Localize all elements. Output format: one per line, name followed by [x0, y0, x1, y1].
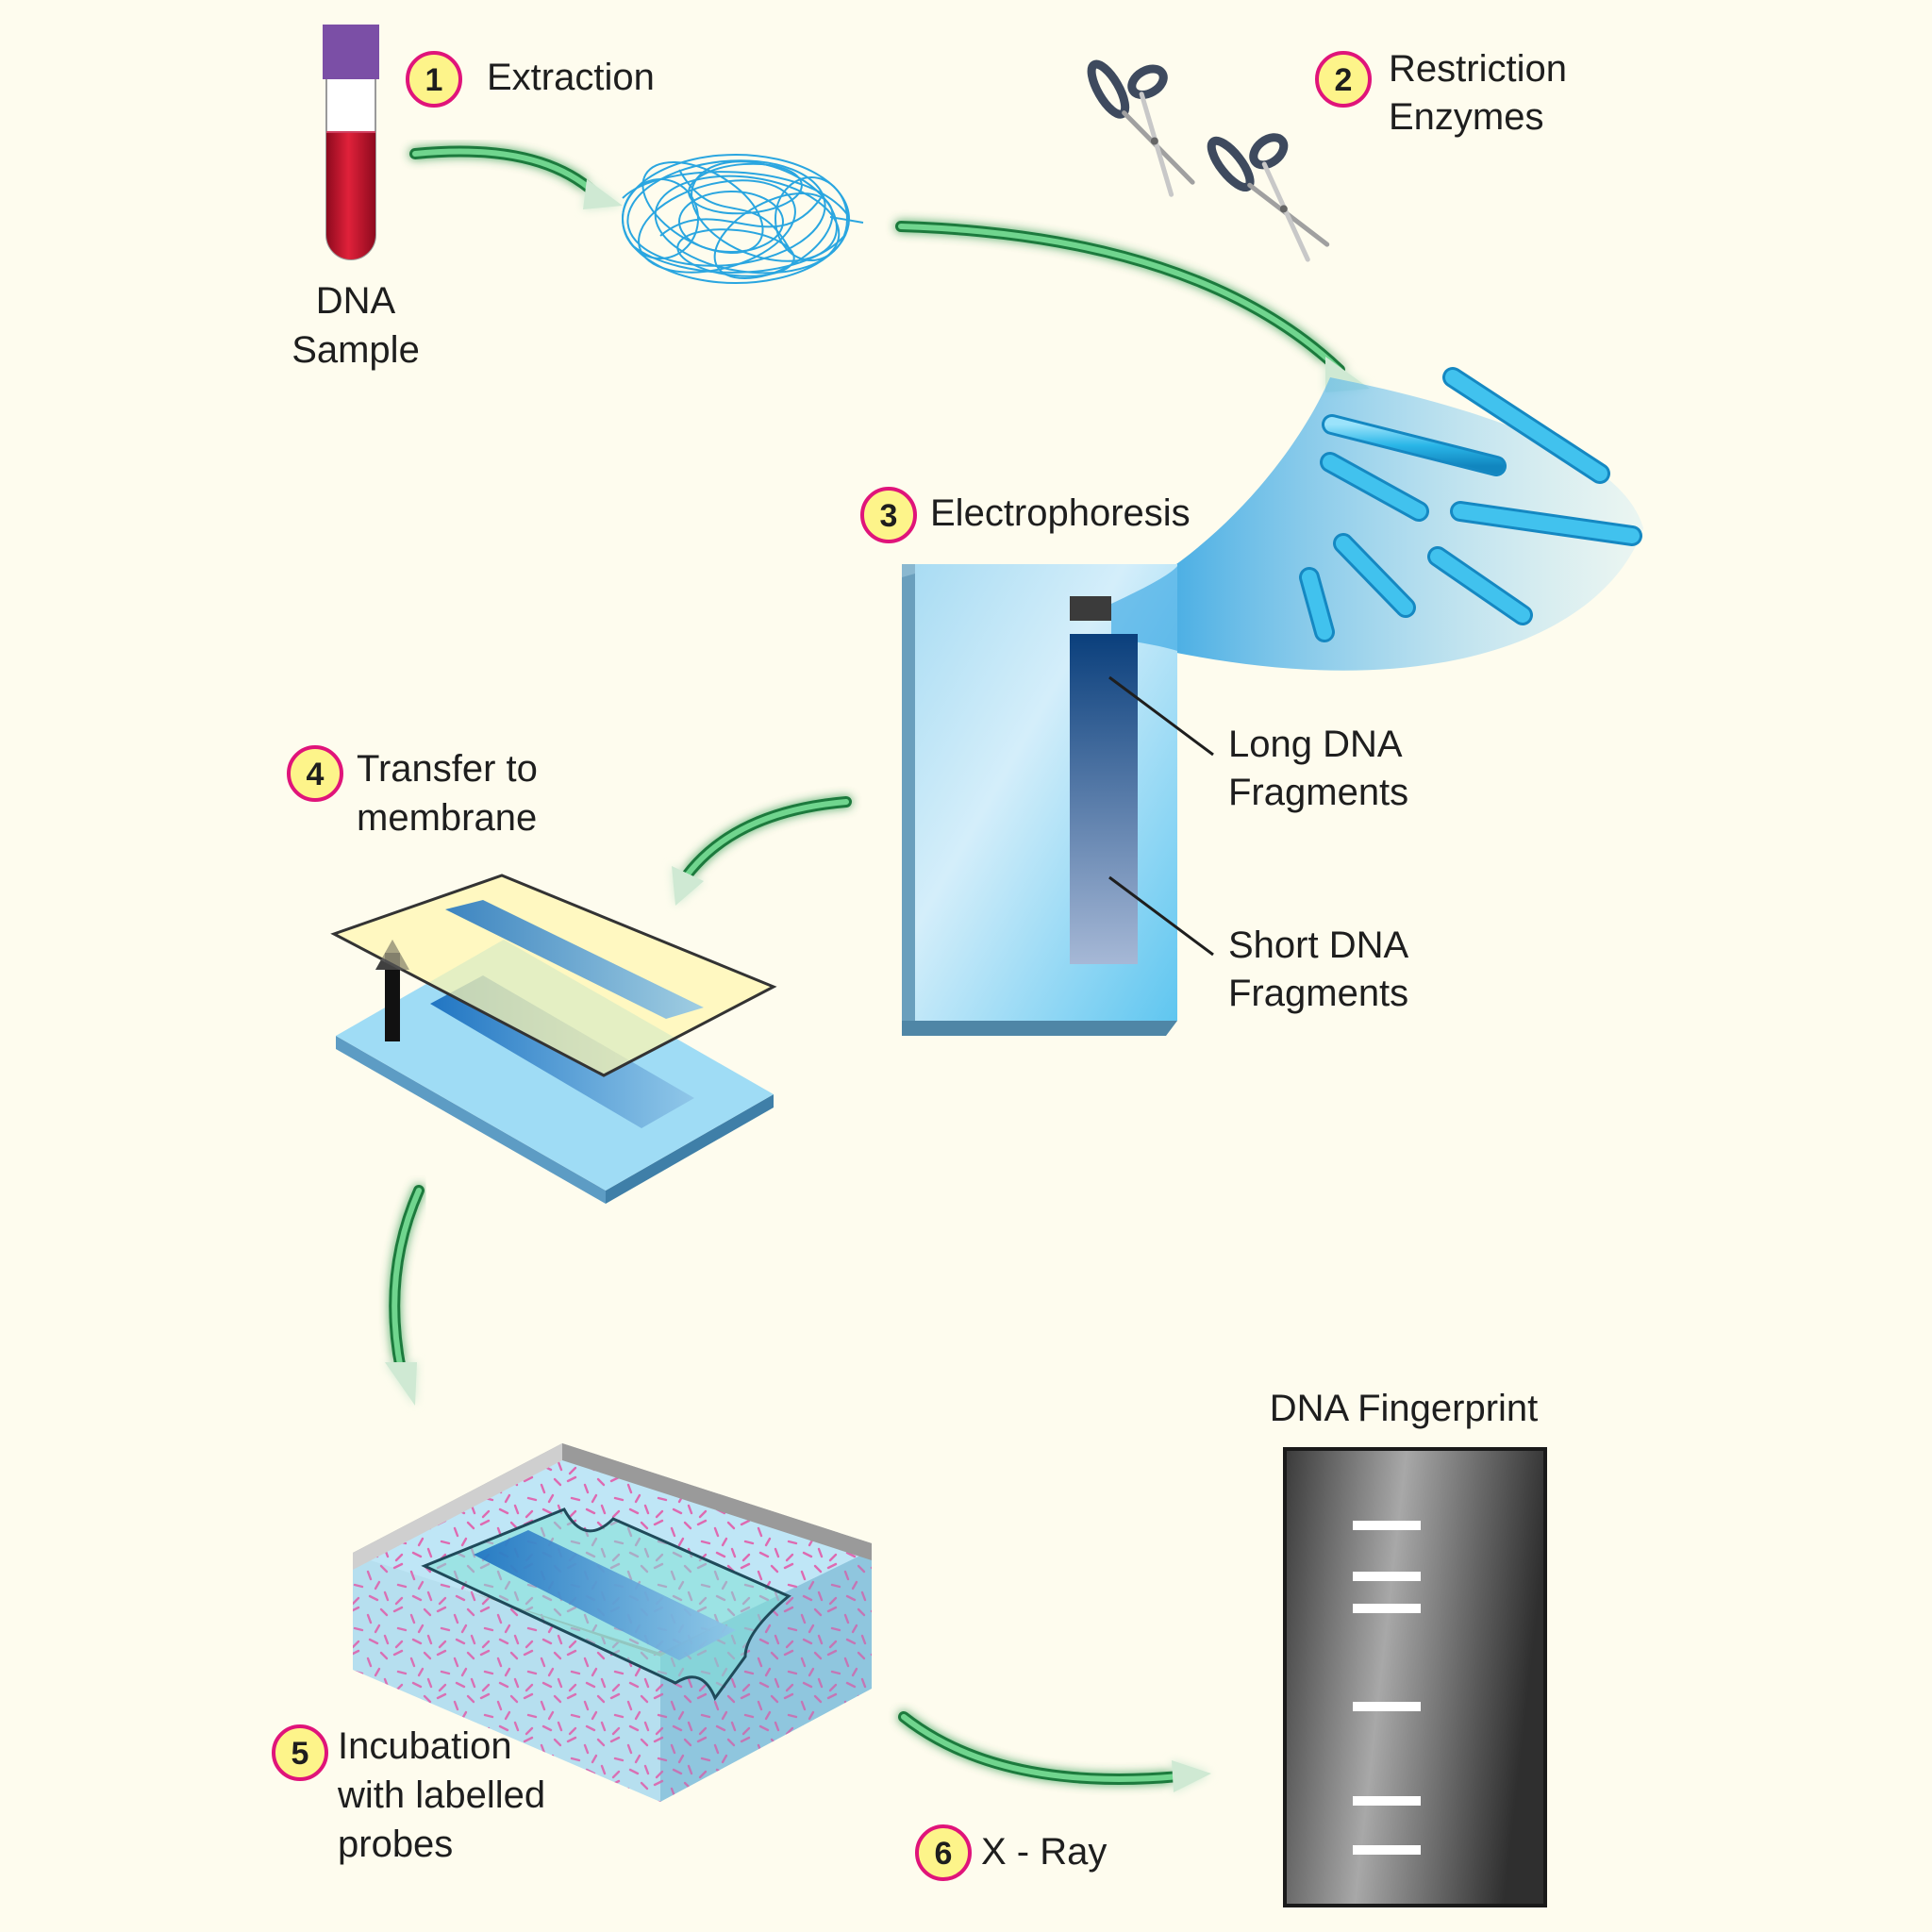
label-long-1: Long DNA — [1228, 724, 1403, 765]
dna-fragment — [1450, 501, 1642, 546]
dna-fragment — [1427, 546, 1533, 625]
label-probes: probes — [338, 1824, 453, 1865]
svg-text:4: 4 — [307, 757, 325, 792]
dna-fragment — [1322, 414, 1507, 476]
electrophoresis-gel — [902, 564, 1177, 1036]
label-enzymes: Enzymes — [1389, 96, 1544, 138]
svg-text:1: 1 — [425, 62, 443, 98]
label-short-2: Fragments — [1228, 973, 1408, 1014]
scissors-icon — [1087, 59, 1195, 197]
dna-fragments — [1299, 367, 1642, 642]
label-x-ray: X - Ray — [981, 1831, 1107, 1873]
label-long-2: Fragments — [1228, 772, 1408, 813]
tube-cap — [323, 25, 379, 79]
arrow-to-enzymes — [895, 221, 1370, 392]
svg-text:6: 6 — [935, 1836, 953, 1872]
scissors-icon — [1207, 133, 1330, 262]
arrow-to-transfer — [672, 796, 852, 906]
process-arrows — [385, 145, 1370, 1792]
dna-fragment — [1320, 452, 1429, 522]
gel-well — [1070, 596, 1111, 621]
fingerprint-band — [1353, 1702, 1421, 1711]
label-transfer: Transfer to — [357, 748, 538, 790]
transfer-membrane-illustration — [330, 874, 777, 1204]
fingerprint-band — [1353, 1572, 1421, 1581]
dna-fragment — [1299, 567, 1335, 642]
arrow-extraction — [409, 145, 623, 209]
badge-step-4: 4 — [287, 745, 343, 802]
label-incubation: Incubation — [338, 1725, 512, 1767]
badge-step-6: 6 — [915, 1824, 972, 1881]
label-extraction: Extraction — [487, 57, 655, 98]
dna-fragment — [1442, 367, 1610, 484]
fingerprint-bands — [1353, 1521, 1421, 1855]
dna-fragment — [1333, 533, 1416, 618]
tangled-dna-icon — [622, 154, 864, 284]
badge-step-1: 1 — [406, 51, 462, 108]
fingerprint-band — [1353, 1796, 1421, 1806]
badge-step-3: 3 — [860, 487, 917, 543]
label-electrophoresis: Electrophoresis — [930, 492, 1191, 534]
badge-step-2: 2 — [1315, 51, 1372, 108]
arrow-xray — [898, 1711, 1211, 1792]
fingerprint-band — [1353, 1521, 1421, 1530]
label-dna-fingerprint: DNA Fingerprint — [1270, 1388, 1539, 1429]
label-dna-sample-1: DNA — [316, 280, 396, 322]
svg-text:2: 2 — [1335, 62, 1353, 98]
test-tube-icon — [323, 25, 379, 260]
badge-step-5: 5 — [272, 1724, 328, 1781]
dna-fingerprint-film — [1283, 1447, 1547, 1907]
gel-lane — [1070, 634, 1138, 964]
svg-text:3: 3 — [880, 498, 898, 534]
label-dna-sample-2: Sample — [291, 329, 420, 371]
svg-text:5: 5 — [291, 1736, 309, 1772]
fingerprint-band — [1353, 1845, 1421, 1855]
incubation-tray — [353, 1443, 872, 1802]
arrow-to-incubation — [385, 1185, 425, 1406]
label-membrane: membrane — [357, 797, 537, 839]
label-short-1: Short DNA — [1228, 924, 1408, 966]
label-with-labelled: with labelled — [337, 1774, 545, 1816]
fingerprint-band — [1353, 1604, 1421, 1613]
label-restriction: Restriction — [1389, 48, 1567, 90]
